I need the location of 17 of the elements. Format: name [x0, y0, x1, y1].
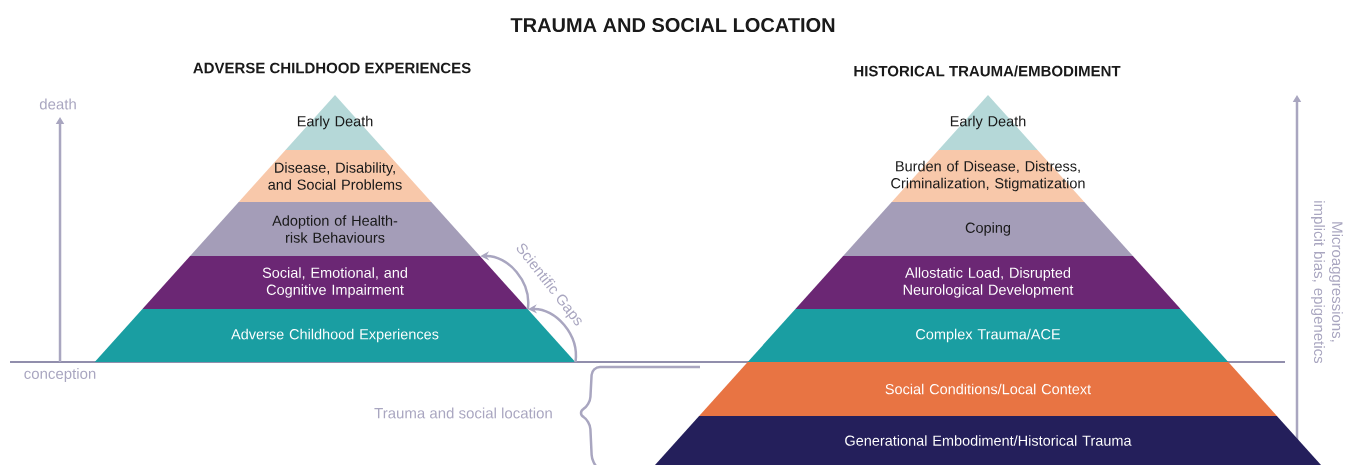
title: TRAUMA AND SOCIAL LOCATION: [510, 17, 835, 33]
axis-label: death: [39, 98, 76, 110]
pyramid-band: Social Conditions/Local Context: [699, 362, 1277, 416]
pyramid-band: Adoption of Health-risk Behaviours: [190, 202, 480, 256]
pyramid-band: Burden of Disease, Distress, Criminalization, Stigmatization: [891, 150, 1085, 202]
pyramid-band: Generational Embodiment/Historical Trauma: [650, 416, 1326, 465]
axis-label: conception: [24, 368, 96, 382]
pyramid-heading: ADVERSE CHILDHOOD EXPERIENCES: [193, 62, 471, 74]
pyramid-band: Coping: [843, 202, 1133, 256]
pyramid-heading: HISTORICAL TRAUMA/EMBODIMENT: [854, 65, 1121, 77]
pyramid-band: Disease, Disability, and Social Problems: [238, 150, 432, 202]
pyramid-band: Complex Trauma/ACE: [747, 309, 1229, 362]
pyramid-band: Early Death: [938, 95, 1038, 150]
pyramid-band: Allostatic Load, Disrupted Neurological Development: [795, 256, 1181, 309]
pyramid-band: Early Death: [285, 95, 385, 150]
brace-label: Trauma and social location: [374, 407, 552, 419]
annotation: Microaggressions, implicit bias, epigenetics: [1311, 201, 1343, 364]
